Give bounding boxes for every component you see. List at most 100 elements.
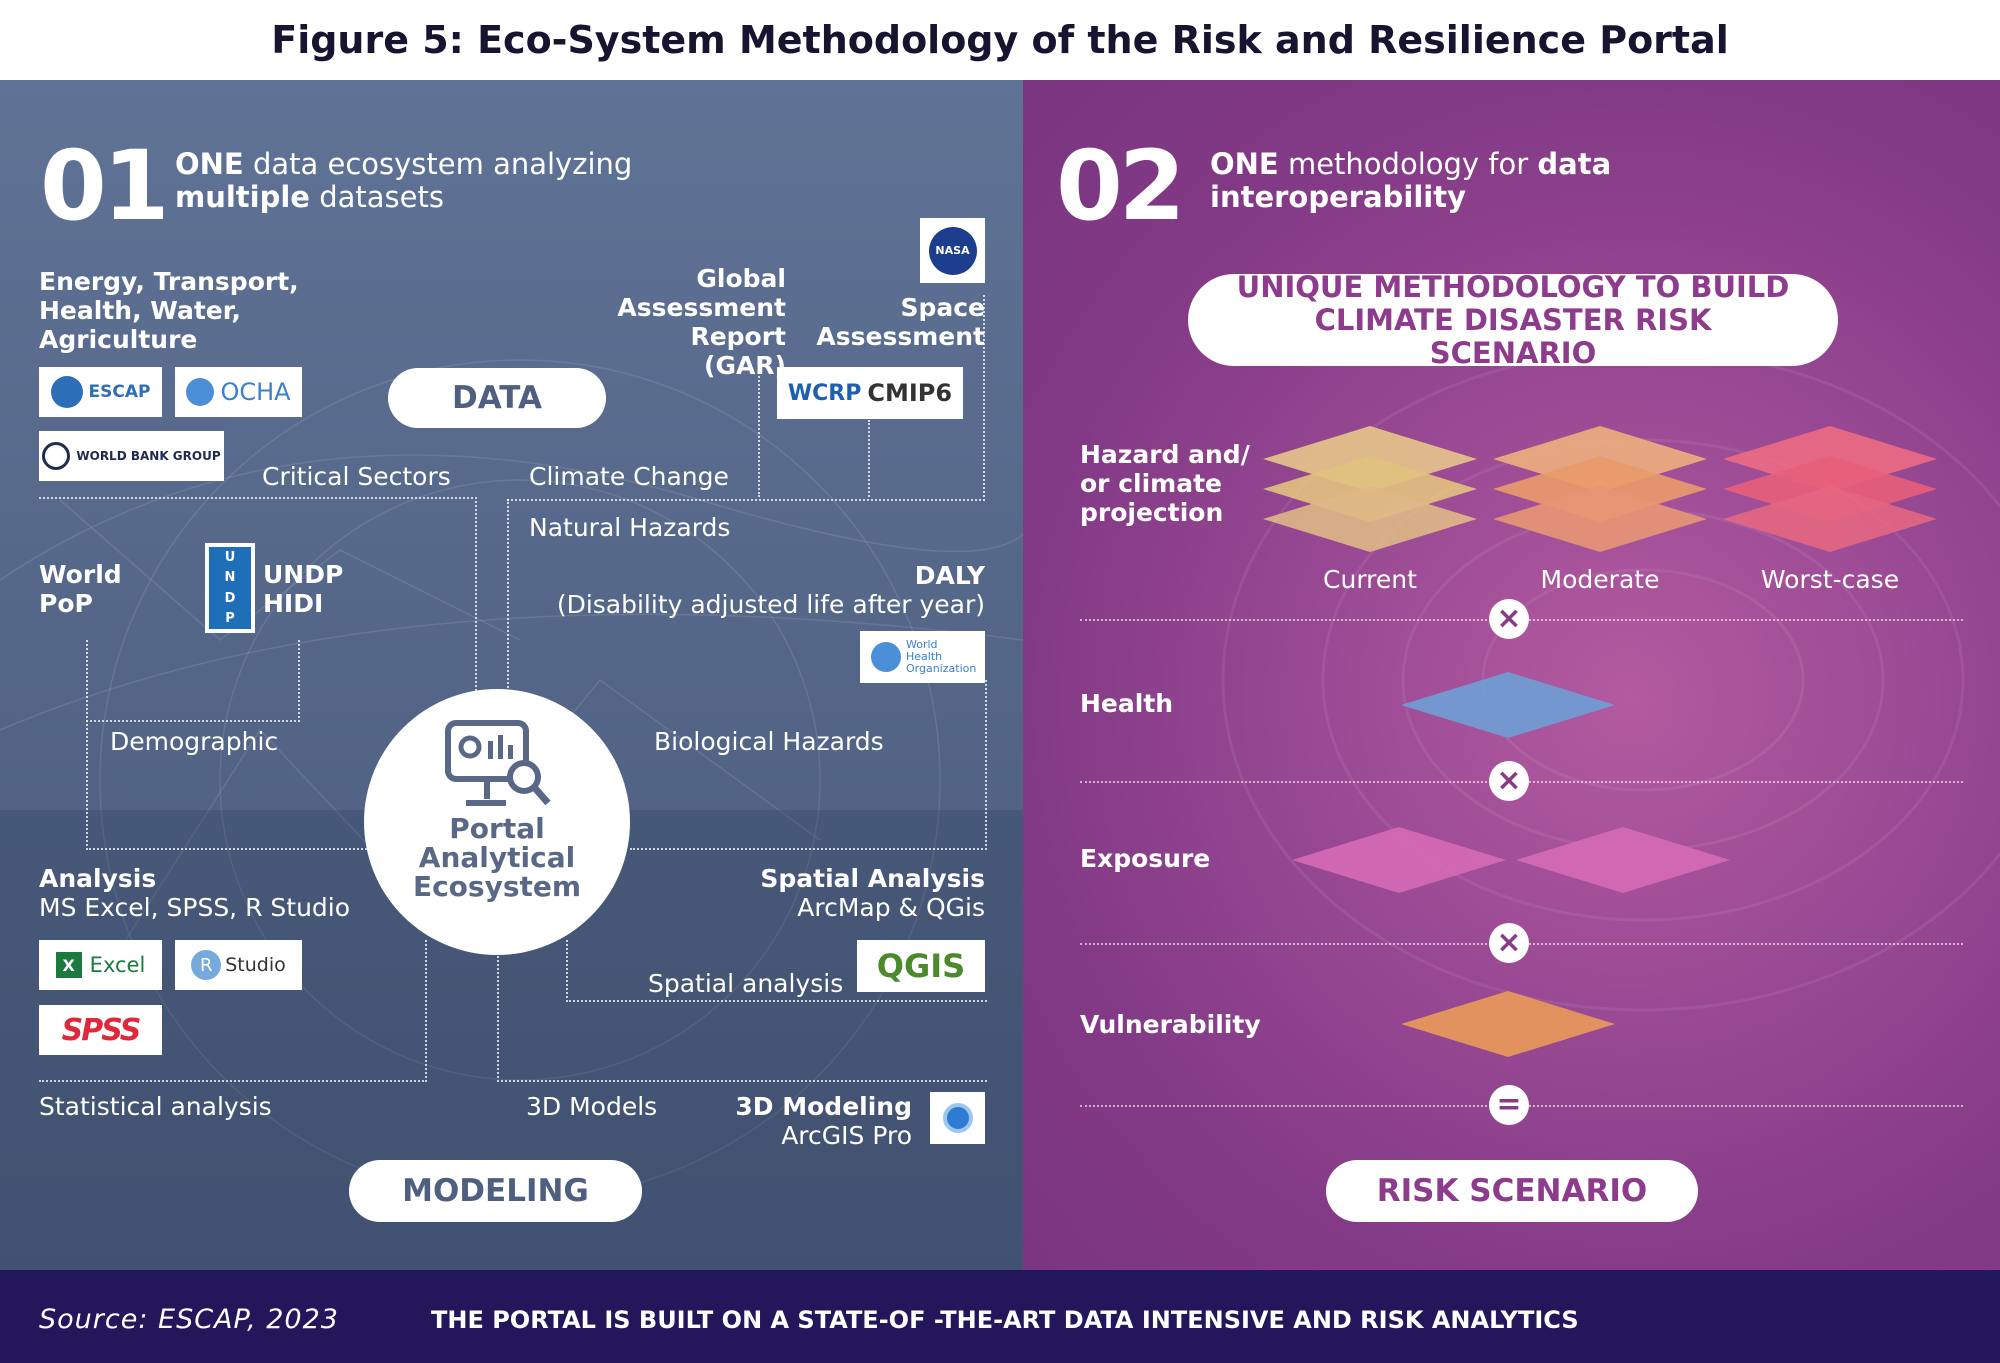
health-label: Health bbox=[1080, 689, 1174, 718]
natural-hazards-label: Natural Hazards bbox=[529, 513, 731, 542]
scenario-current-label: Current bbox=[1323, 565, 1417, 594]
data-ecosystem-heading: ONE data ecosystem analyzing multiple da… bbox=[175, 148, 695, 214]
heading-bold-data-interoperability: data interoperability bbox=[1210, 147, 1612, 214]
nasa-logo: NASA bbox=[920, 218, 985, 283]
connector-demographic bbox=[86, 720, 378, 850]
undp-letter: D bbox=[224, 590, 236, 606]
portal-analytical-ecosystem-hub: Portal Analytical Ecosystem bbox=[364, 689, 630, 955]
connector-statistical bbox=[39, 940, 427, 1082]
connector-world-pop bbox=[86, 640, 300, 722]
world-bank-logo-text: WORLD BANK GROUP bbox=[76, 449, 221, 463]
world-bank-logo: WORLD BANK GROUP bbox=[39, 431, 224, 481]
cmip6-logo-text: CMIP6 bbox=[867, 379, 953, 407]
rstudio-logo-text: Studio bbox=[225, 954, 286, 976]
sectors-label: Energy, Transport, Health, Water, Agricu… bbox=[39, 267, 299, 354]
section-number-01: 01 bbox=[40, 130, 170, 242]
nasa-meatball-icon: NASA bbox=[928, 226, 977, 275]
space-assessment-label: Space Assessment bbox=[816, 293, 985, 351]
undp-letter: U bbox=[224, 549, 236, 565]
globe-icon bbox=[42, 442, 71, 470]
health-diamond bbox=[1401, 672, 1615, 738]
section-number-02: 02 bbox=[1056, 130, 1186, 242]
multiply-icon: × bbox=[1489, 599, 1529, 639]
connector-climate-change bbox=[507, 499, 985, 501]
undp-logo: U N D P bbox=[205, 543, 255, 633]
ocha-logo: OCHA bbox=[175, 367, 302, 417]
scenario-moderate-label: Moderate bbox=[1540, 565, 1660, 594]
arcgis-pro-logo bbox=[930, 1092, 985, 1144]
connector-3d bbox=[497, 940, 987, 1082]
world-pop-label: World PoP bbox=[39, 560, 122, 618]
methodology-heading: ONE methodology for data interoperabilit… bbox=[1210, 148, 1710, 214]
heading-text: methodology for bbox=[1278, 147, 1538, 181]
excel-icon: X bbox=[55, 952, 82, 978]
who-logo-text: World Health Organization bbox=[906, 638, 977, 675]
connector-gar bbox=[758, 365, 760, 497]
worst-case-stack bbox=[1723, 426, 1937, 552]
current-stack bbox=[1263, 426, 1477, 552]
analysis-subtitle: MS Excel, SPSS, R Studio bbox=[39, 893, 351, 922]
biological-hazards-label: Biological Hazards bbox=[654, 727, 884, 756]
hazard-scenario-stacks bbox=[1263, 426, 1937, 552]
escap-logo: ESCAP bbox=[39, 367, 162, 417]
spss-logo-text: SPSS bbox=[61, 1012, 142, 1048]
daly-subtitle: (Disability adjusted life after year) bbox=[556, 590, 985, 619]
exposure-diamonds bbox=[1292, 827, 1730, 893]
spatial-analysis-title: Spatial Analysis bbox=[760, 864, 985, 893]
heading-bold-one: ONE bbox=[175, 147, 244, 181]
spatial-analysis-subtitle: ArcMap & QGis bbox=[797, 893, 985, 922]
climate-change-label: Climate Change bbox=[529, 462, 729, 491]
rstudio-logo: R Studio bbox=[175, 940, 302, 990]
3d-modeling-title: 3D Modeling bbox=[735, 1092, 912, 1121]
excel-logo: X Excel bbox=[39, 940, 162, 990]
critical-sectors-label: Critical Sectors bbox=[262, 462, 451, 491]
equals-icon: = bbox=[1489, 1085, 1529, 1125]
footer-banner: Source: ESCAP, 2023 THE PORTAL IS BUILT … bbox=[0, 1270, 2000, 1363]
hazard-projection-label: Hazard and/ or climate projection bbox=[1080, 440, 1250, 527]
exposure-label: Exposure bbox=[1080, 844, 1211, 873]
spss-logo: SPSS bbox=[39, 1005, 162, 1055]
connector-critical-sectors bbox=[39, 497, 477, 759]
demographic-label: Demographic bbox=[110, 727, 279, 756]
modeling-pill: MODELING bbox=[349, 1160, 642, 1222]
multiply-icon: × bbox=[1489, 761, 1529, 801]
connector-natural-hazards bbox=[507, 499, 509, 759]
un-emblem-icon bbox=[50, 376, 83, 408]
vulnerability-diamond bbox=[1401, 991, 1615, 1057]
wcrp-logo-text: WCRP bbox=[787, 380, 862, 406]
heading-text-end: datasets bbox=[309, 180, 444, 214]
data-pill: DATA bbox=[388, 368, 606, 428]
scenario-worst-case-label: Worst-case bbox=[1760, 565, 1900, 594]
daly-title: DALY bbox=[914, 561, 985, 590]
methodology-pill: UNIQUE METHODOLOGY TO BUILD CLIMATE DISA… bbox=[1188, 270, 1838, 369]
escap-logo-text: ESCAP bbox=[88, 382, 151, 402]
statistical-analysis-label: Statistical analysis bbox=[39, 1092, 272, 1121]
connector-biological bbox=[630, 680, 987, 850]
analytics-monitor-icon bbox=[445, 720, 551, 806]
connector-spatial bbox=[566, 940, 987, 1002]
3d-models-label: 3D Models bbox=[526, 1092, 658, 1121]
excel-logo-text: Excel bbox=[89, 953, 146, 977]
who-emblem-icon bbox=[871, 642, 901, 672]
r-icon: R bbox=[191, 950, 222, 980]
multiply-icon: × bbox=[1489, 923, 1529, 963]
who-logo: World Health Organization bbox=[860, 631, 985, 683]
heading-text: data ecosystem analyzing bbox=[243, 147, 633, 181]
footer-tagline: THE PORTAL IS BUILT ON A STATE-OF -THE-A… bbox=[431, 1306, 1579, 1334]
moderate-stack bbox=[1493, 426, 1707, 552]
hub-label: Portal Analytical Ecosystem bbox=[412, 812, 582, 903]
gar-label: Global Assessment Report (GAR) bbox=[617, 264, 786, 380]
un-emblem-icon bbox=[186, 378, 215, 406]
spatial-analysis-label: Spatial analysis bbox=[648, 969, 844, 998]
source-note: Source: ESCAP, 2023 bbox=[39, 1304, 339, 1335]
heading-bold-multiple: multiple bbox=[175, 180, 310, 214]
undp-letter: N bbox=[224, 570, 236, 586]
risk-scenario-pill: RISK SCENARIO bbox=[1326, 1160, 1698, 1222]
qgis-logo: QGIS bbox=[857, 940, 985, 992]
vulnerability-label: Vulnerability bbox=[1080, 1010, 1261, 1039]
undp-letter: P bbox=[225, 611, 235, 627]
connector-space bbox=[983, 295, 985, 497]
wcrp-cmip6-logo: WCRP CMIP6 bbox=[777, 367, 963, 419]
heading-bold-one: ONE bbox=[1210, 147, 1279, 181]
3d-modeling-subtitle: ArcGIS Pro bbox=[781, 1121, 912, 1150]
